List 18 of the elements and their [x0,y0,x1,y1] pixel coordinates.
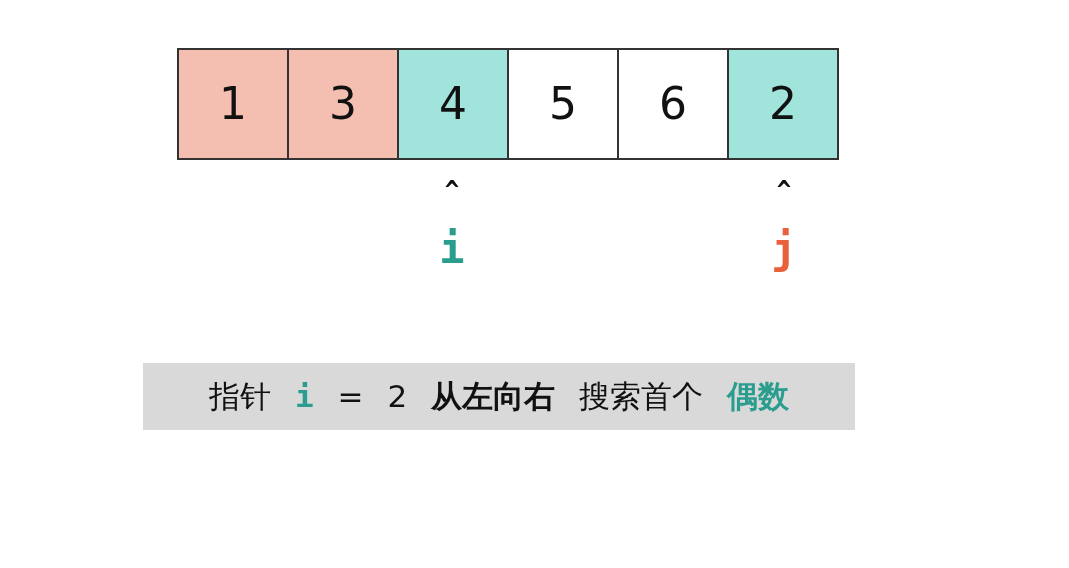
array-cell [397,48,509,160]
array-value: 2 [769,82,797,126]
caption-band [143,363,855,430]
array-value: 6 [659,82,687,126]
pointer-name: i [439,228,465,270]
array-cell [507,48,619,160]
array-cell [617,48,729,160]
array-value: 1 [219,82,247,126]
array-cell [727,48,839,160]
array-value: 5 [549,82,577,126]
array-value: 4 [439,82,467,126]
pointer-caret: ^ [776,178,792,202]
array-value: 3 [329,82,357,126]
pointer-caret: ^ [444,178,460,202]
caption-text: 指针 i = 2 从左向右 搜索首个 偶数 [209,377,789,416]
array-cell [287,48,399,160]
array-cell [177,48,289,160]
pointer-name: j [771,228,797,270]
